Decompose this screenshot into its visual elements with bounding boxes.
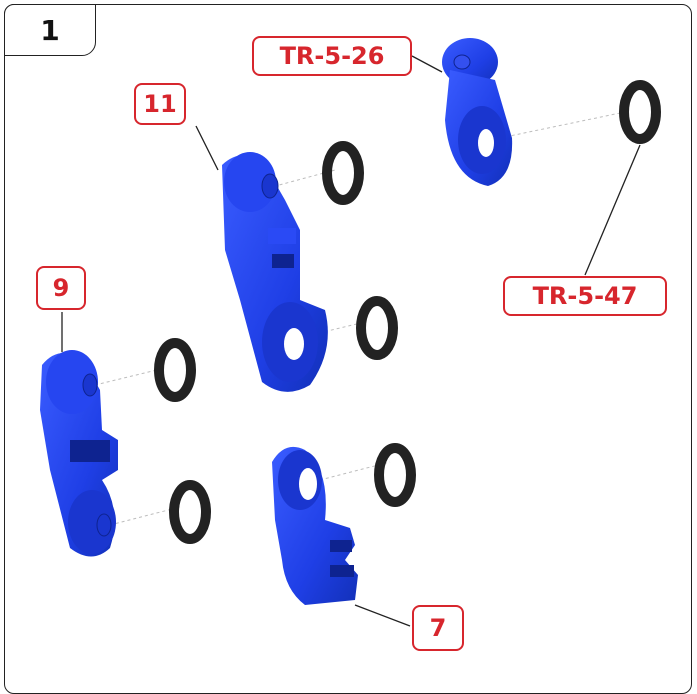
part-7: [272, 446, 358, 605]
part-11: [222, 152, 328, 392]
callout-11: 11: [134, 83, 186, 125]
washer-lower-left: [169, 480, 211, 544]
washer-middle: [356, 296, 398, 360]
callout-9: 9: [36, 266, 86, 310]
washer-left: [154, 338, 196, 402]
part-tr-5-26: [442, 38, 513, 186]
step-number-tab: 1: [4, 4, 96, 56]
callout-tr-5-47: TR-5-47: [503, 276, 667, 316]
step-number: 1: [40, 13, 60, 47]
washer-upper-left: [322, 141, 364, 205]
callout-tr-5-26: TR-5-26: [252, 36, 412, 76]
washers: [154, 80, 661, 544]
part-9: [40, 350, 118, 557]
leader-lines: [61, 55, 641, 627]
callout-7: 7: [412, 605, 464, 651]
washer-right-lower: [374, 443, 416, 507]
washer-tr-5-47: [619, 80, 661, 144]
